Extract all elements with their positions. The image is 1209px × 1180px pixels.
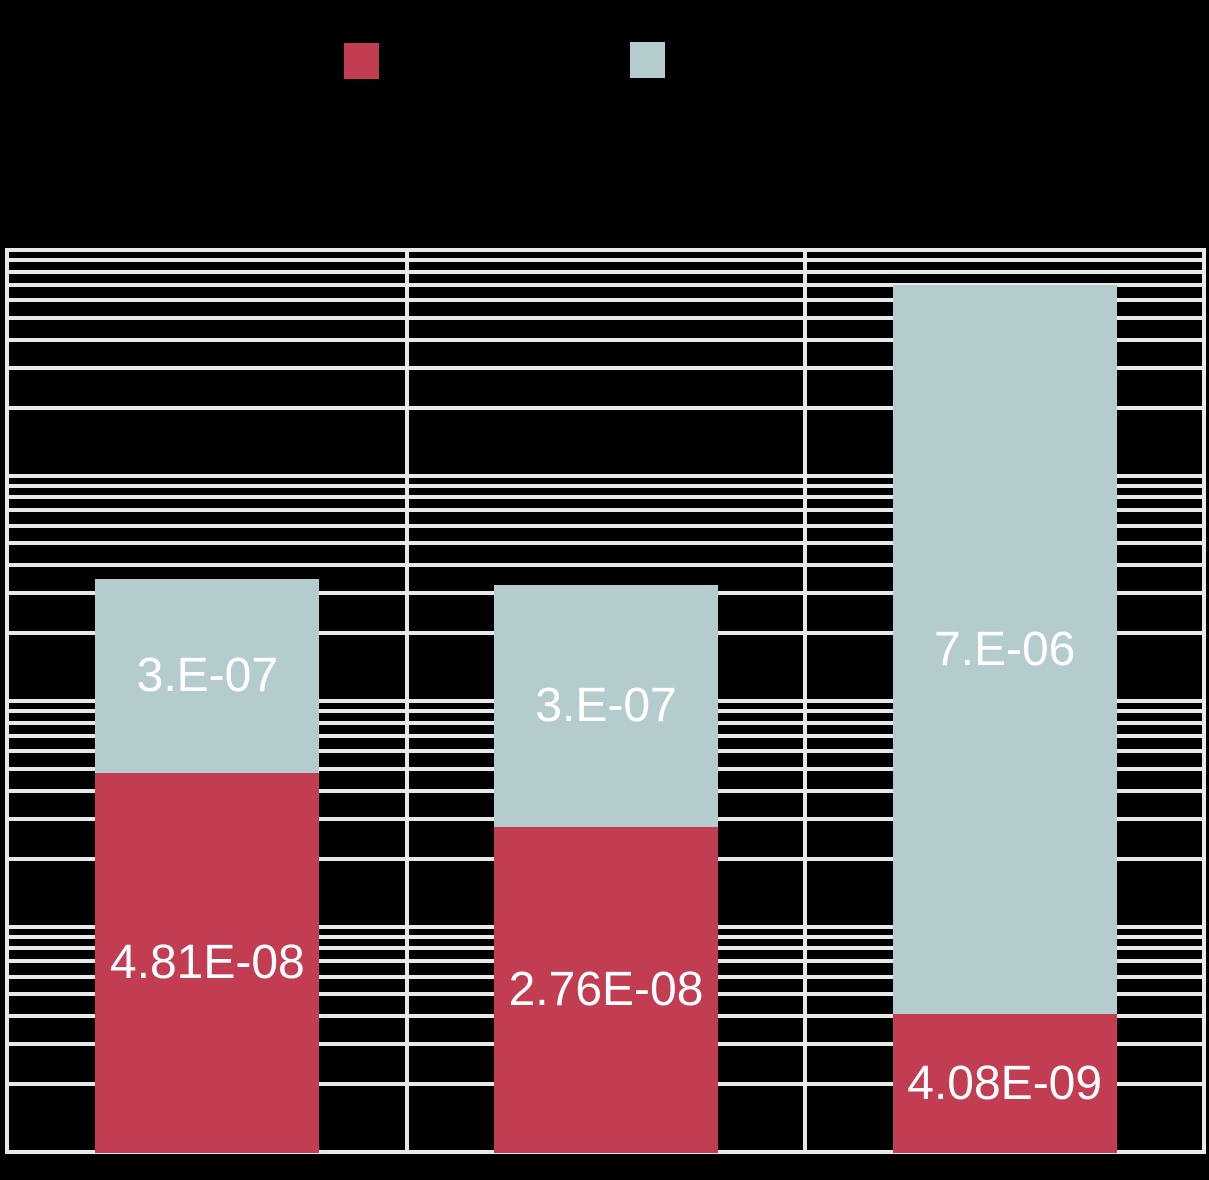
v-gridline-category bbox=[404, 248, 409, 1154]
bar-segment-series-1 bbox=[95, 772, 320, 1153]
data-label-series-1: 4.08E-09 bbox=[907, 1056, 1103, 1110]
h-gridline-minor bbox=[5, 282, 1206, 287]
h-gridline-major bbox=[5, 248, 1206, 252]
h-gridline-minor bbox=[5, 541, 1206, 546]
bar-segment-series-1 bbox=[892, 1014, 1117, 1153]
data-label-series-1: 2.76E-08 bbox=[508, 963, 704, 1017]
h-gridline-minor bbox=[5, 365, 1206, 370]
h-gridline-minor bbox=[5, 483, 1206, 488]
legend-swatch-series-1 bbox=[344, 43, 379, 79]
bar-segment-series-2 bbox=[892, 284, 1117, 1015]
bar-segment-series-1 bbox=[494, 827, 718, 1153]
h-gridline-minor bbox=[5, 508, 1206, 513]
h-gridline-major bbox=[5, 473, 1206, 478]
h-gridline-minor bbox=[5, 258, 1206, 263]
legend-swatch-series-2 bbox=[630, 42, 665, 78]
h-gridline-minor bbox=[5, 298, 1206, 303]
bar-segment-series-2 bbox=[494, 584, 718, 828]
h-gridline-minor bbox=[5, 495, 1206, 500]
data-label-series-2: 7.E-06 bbox=[933, 622, 1076, 676]
h-gridline-minor bbox=[5, 405, 1206, 410]
plot-right-border bbox=[1202, 248, 1206, 1154]
bar-segment-series-2 bbox=[95, 578, 320, 773]
h-gridline-minor bbox=[5, 337, 1206, 342]
h-gridline-minor bbox=[5, 563, 1206, 568]
h-gridline-minor bbox=[5, 269, 1206, 274]
h-gridline-minor bbox=[5, 315, 1206, 320]
h-gridline-minor bbox=[5, 523, 1206, 528]
v-gridline-category bbox=[803, 248, 808, 1154]
data-label-series-1: 4.81E-08 bbox=[109, 935, 305, 989]
y-axis-line bbox=[5, 248, 9, 1154]
data-label-series-2: 3.E-07 bbox=[535, 678, 677, 732]
data-label-series-2: 3.E-07 bbox=[136, 648, 279, 702]
